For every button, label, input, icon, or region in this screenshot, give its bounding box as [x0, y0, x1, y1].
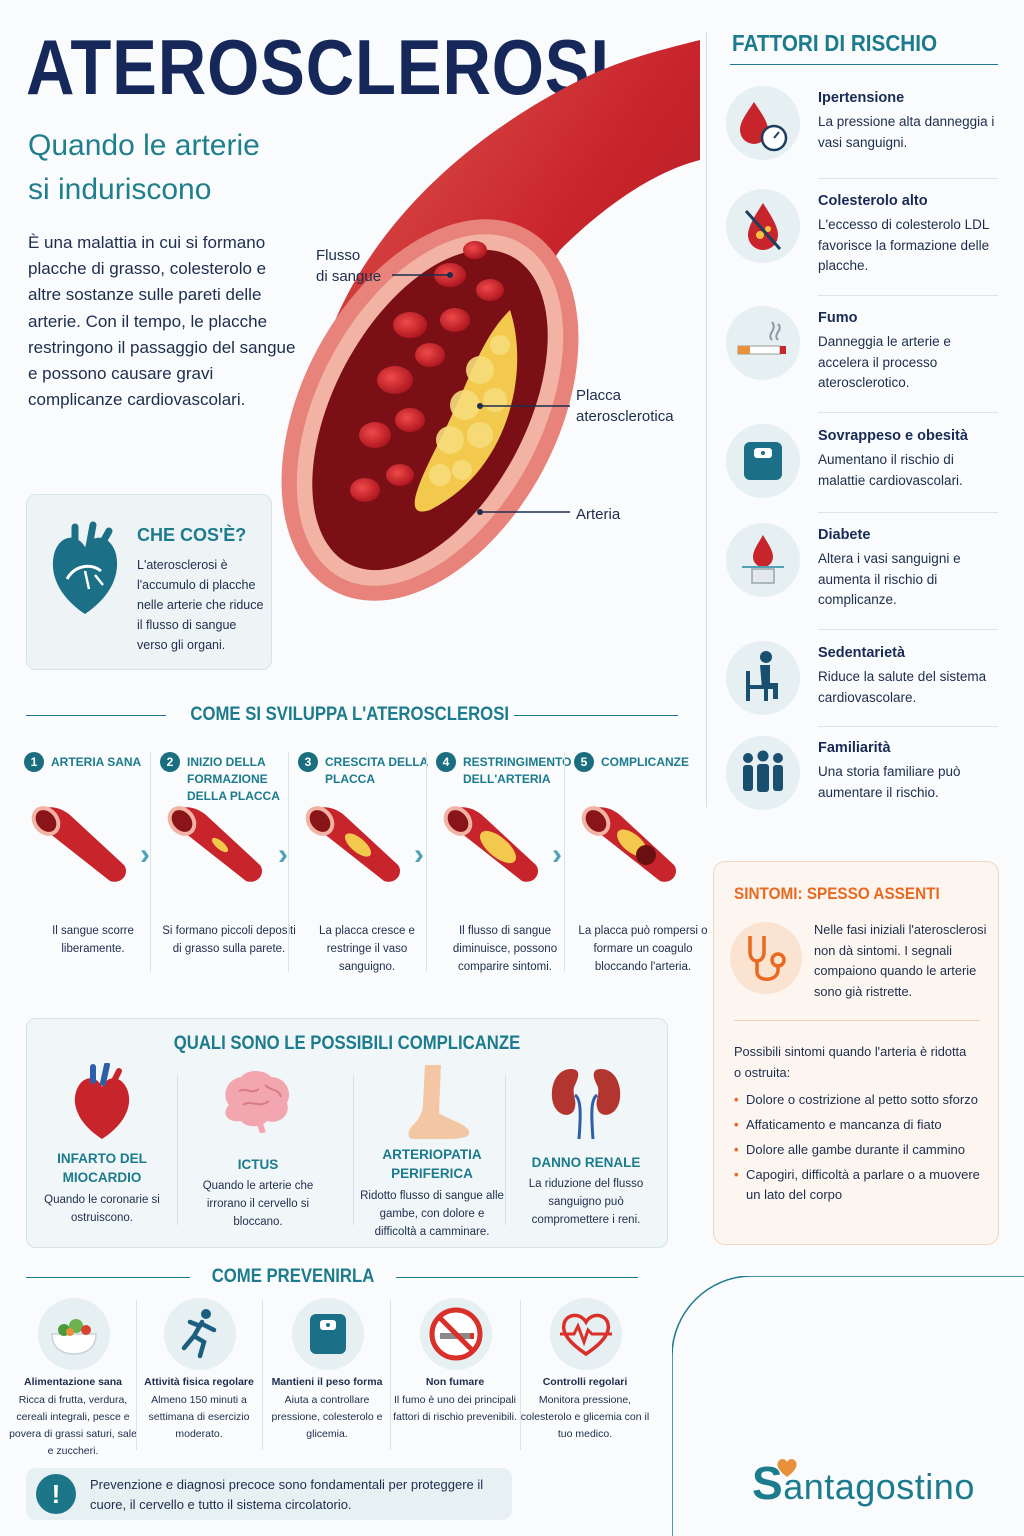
section-line-left [26, 1277, 190, 1278]
runner-icon [164, 1298, 236, 1370]
complications-title: QUALI SONO LE POSSIBILI COMPLICANZE [173, 1033, 521, 1054]
blocked-artery-icon [581, 806, 677, 882]
exclamation-icon: ! [36, 1474, 76, 1514]
heartbeat-icon [550, 1298, 622, 1370]
label-blood-flow: Flusso di sangue [316, 247, 382, 285]
logo-heart-icon [777, 1459, 797, 1477]
chevron-right-icon: › [278, 838, 288, 871]
heart-icon [74, 1063, 130, 1139]
early-plaque-artery-icon [167, 806, 263, 882]
blood-pressure-icon [726, 86, 800, 160]
page-title: ATEROSCLEROSI [26, 23, 610, 111]
stethoscope-icon [730, 922, 802, 994]
complication-separator [505, 1075, 506, 1225]
page-subtitle: Quando le arterie si induriscono [28, 124, 348, 212]
stage-separator [564, 752, 565, 972]
symptoms-intro: Nelle fasi iniziali l'aterosclerosi non … [814, 922, 987, 999]
scale-icon [726, 424, 800, 498]
chevron-right-icon: › [552, 838, 562, 871]
glucose-drop-icon [726, 523, 800, 597]
artery-cross-section-illustration [281, 40, 700, 601]
label-plaque: Placca aterosclerotica [576, 387, 674, 425]
complication-separator [177, 1075, 178, 1225]
complication-separator [353, 1075, 354, 1225]
risk-separator [818, 178, 998, 179]
heart-outline-icon [52, 521, 118, 614]
development-title: COME SI SVILUPPA L'ATEROSCLEROSI [190, 704, 509, 725]
no-smoking-icon [420, 1298, 492, 1370]
risk-separator [818, 412, 998, 413]
cholesterol-drop-icon [726, 189, 800, 263]
risk-separator [818, 295, 998, 296]
salad-icon [38, 1298, 110, 1370]
cigarette-icon [726, 306, 800, 380]
label-artery: Arteria [576, 506, 621, 523]
stage-separator [426, 752, 427, 972]
risk-factors-title: FATTORI DI RISCHIO [732, 30, 938, 56]
brain-icon [225, 1071, 290, 1133]
symptom-item: Dolore o costrizione al petto sotto sfor… [734, 1090, 990, 1110]
symptom-item: Dolore alle gambe durante il cammino [734, 1140, 990, 1160]
intro-text: È una malattia in cui si formano placche… [28, 233, 296, 410]
prevention-title: COME PREVENIRLA [211, 1266, 375, 1287]
what-is-box: CHE COS'È? L'aterosclerosi è l'accumulo … [26, 494, 272, 670]
symptoms-divider [734, 1020, 980, 1021]
risk-separator [818, 726, 998, 727]
risk-separator [818, 512, 998, 513]
risk-separator [818, 629, 998, 630]
prevention-separator [262, 1300, 263, 1450]
prevention-separator [520, 1300, 521, 1450]
risk-factors-underline [730, 64, 998, 65]
symptoms-box: SINTOMI: SPESSO ASSENTI Nelle fasi inizi… [713, 861, 999, 1245]
subtitle-line-1: Quando le arterie [28, 129, 260, 162]
symptoms-list: Dolore o costrizione al petto sotto sfor… [734, 1090, 990, 1210]
leg-icon [408, 1065, 470, 1139]
growing-plaque-artery-icon [305, 806, 401, 882]
stage-separator [288, 752, 289, 972]
prevention-note: ! Prevenzione e diagnosi precoce sono fo… [26, 1468, 512, 1520]
symptom-item: Affaticamento e mancanza di fiato [734, 1115, 990, 1135]
narrowed-artery-icon [443, 806, 539, 882]
chevron-right-icon: › [140, 838, 150, 871]
stage-separator [150, 752, 151, 972]
healthy-artery-icon [31, 806, 127, 882]
decorative-arc [672, 1276, 1024, 1536]
kidneys-icon [551, 1069, 621, 1140]
prevention-separator [136, 1300, 137, 1450]
symptoms-lead: Possibili sintomi quando l'arteria è rid… [734, 1044, 967, 1080]
what-is-title: CHE COS'È? [137, 525, 247, 545]
prevention-separator [390, 1300, 391, 1450]
section-line-right [396, 1277, 638, 1278]
symptoms-title: SINTOMI: SPESSO ASSENTI [734, 884, 940, 903]
column-divider [706, 32, 707, 807]
family-icon [726, 736, 800, 810]
chevron-right-icon: › [414, 838, 424, 871]
symptom-item: Capogiri, difficoltà a parlare o a muove… [734, 1165, 990, 1205]
scale-icon [292, 1298, 364, 1370]
subtitle-line-2: si induriscono [28, 173, 212, 206]
sitting-person-icon [726, 641, 800, 715]
complications-box: QUALI SONO LE POSSIBILI COMPLICANZE INFA… [26, 1018, 668, 1248]
logo-text: antagostino [783, 1466, 975, 1507]
section-line-left [26, 715, 166, 716]
what-is-text: L'aterosclerosi è l'accumulo di placche … [137, 558, 264, 652]
section-line-right [514, 715, 678, 716]
